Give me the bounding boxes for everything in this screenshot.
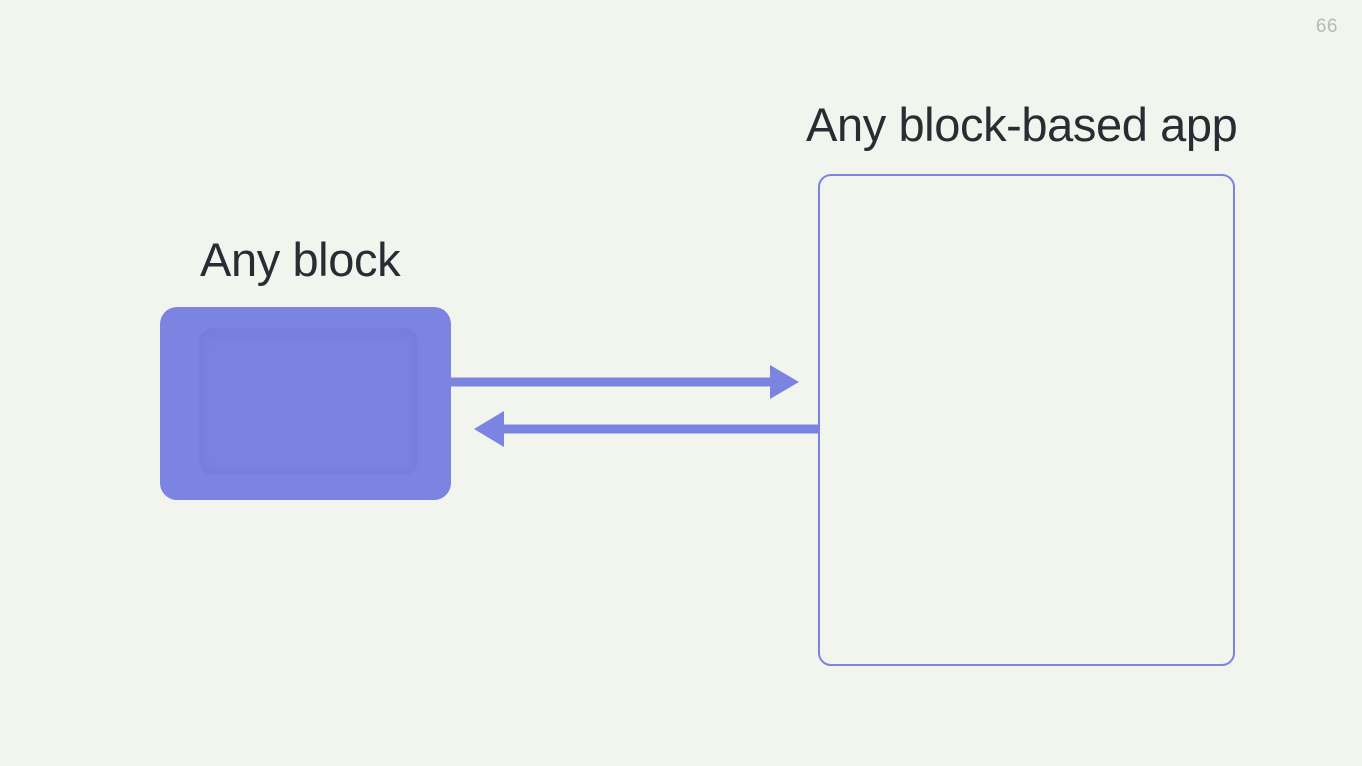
page-title-any-block: Any block	[200, 233, 401, 286]
any-block-based-app-frame	[818, 174, 1235, 666]
page-number: 66	[1315, 16, 1338, 37]
arrow-app-to-block-icon	[474, 411, 819, 447]
arrow-block-to-app-icon	[451, 365, 799, 399]
page-title-any-block-based-app: Any block-based app	[806, 98, 1238, 151]
any-block-inner-card	[200, 329, 417, 474]
any-block-shape	[160, 307, 451, 500]
